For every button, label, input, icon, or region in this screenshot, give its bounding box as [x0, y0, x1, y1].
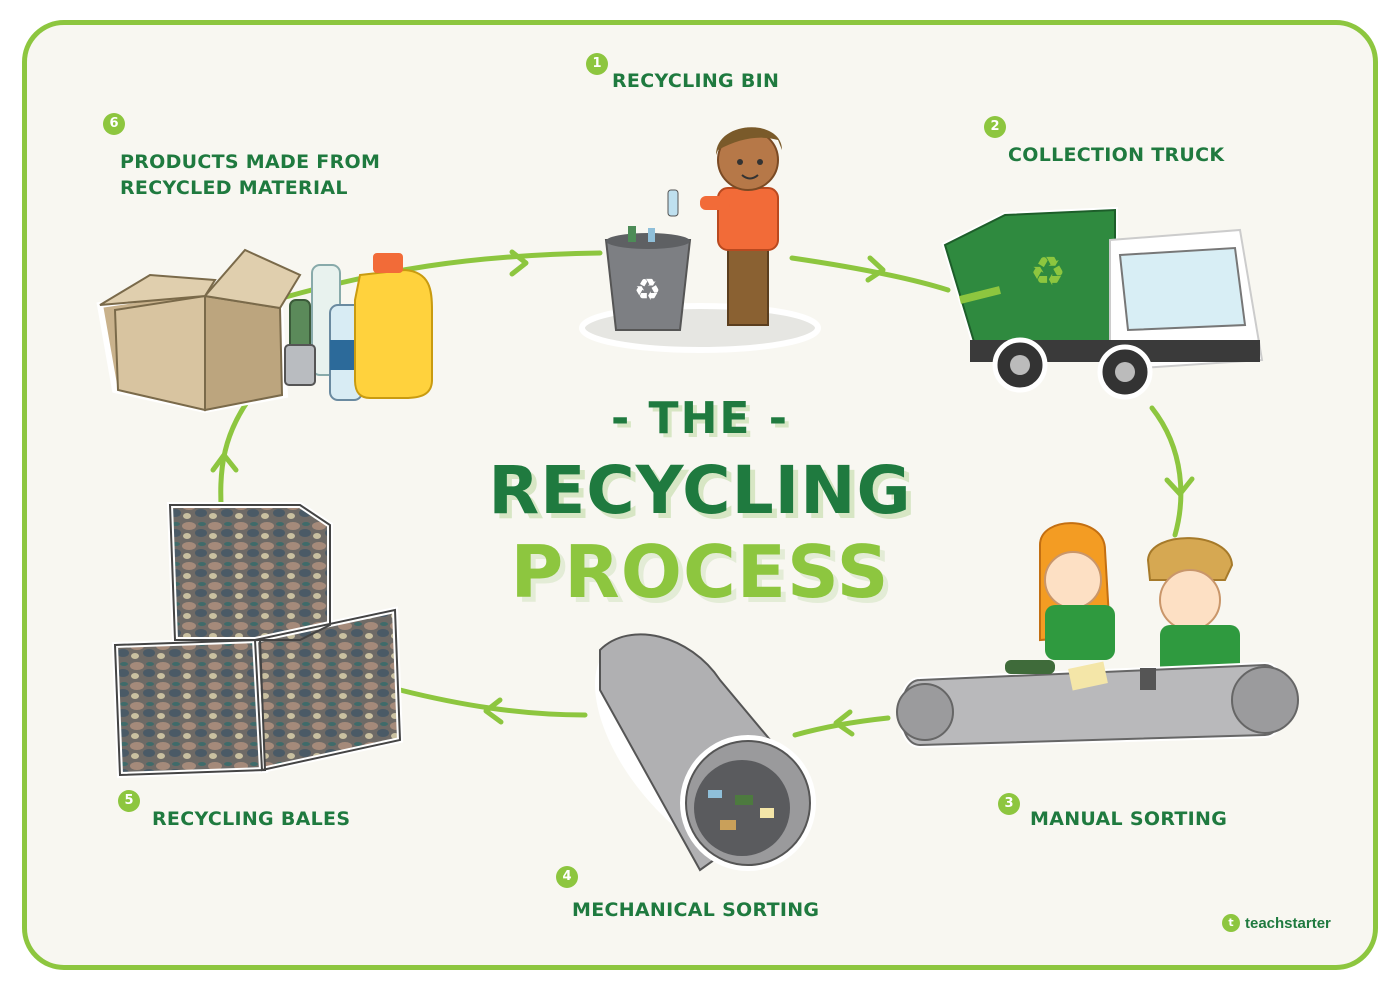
brand-logo: t teachstarter — [1222, 914, 1331, 932]
brand-name: teachstarter — [1245, 914, 1331, 932]
step-number-1: 1 — [586, 53, 608, 75]
arrow-head-left-2 — [483, 697, 504, 725]
arrow-head-down — [1164, 476, 1195, 497]
step-number-5: 5 — [118, 790, 140, 812]
compressed-bales-icon — [111, 502, 404, 779]
step-label-products-line-1: PRODUCTS MADE FROM — [120, 151, 381, 173]
svg-text:♻: ♻ — [1030, 249, 1066, 295]
step-label-recycling-bin: RECYCLING BIN — [612, 70, 780, 92]
step-number-3: 3 — [998, 793, 1020, 815]
step-label-recycling-bales: RECYCLING BALES — [152, 808, 351, 830]
title-the: - THE - — [610, 393, 790, 444]
teachstarter-logo-icon: t — [1222, 914, 1240, 932]
step-label-manual-sorting: MANUAL SORTING — [1030, 808, 1228, 830]
step-number-6: 6 — [103, 113, 125, 135]
title-recycling: RECYCLING — [488, 452, 912, 529]
step-label-collection-truck: COLLECTION TRUCK — [1008, 144, 1225, 166]
conveyor-belt-workers-icon — [896, 522, 1299, 749]
recycling-bin-person-icon: ♻ — [579, 127, 821, 353]
step-label-products-line-2: RECYCLED MATERIAL — [120, 177, 348, 199]
arrow-heads — [210, 249, 1195, 737]
arrow-head-up — [210, 452, 239, 473]
box-and-bottles-icon — [96, 248, 433, 414]
rotating-drum-icon — [595, 633, 816, 872]
arrow-head-right-2 — [865, 255, 886, 283]
step-label-mechanical-sorting: MECHANICAL SORTING — [572, 899, 820, 921]
arrow-head-right-1 — [509, 249, 529, 277]
step-number-2: 2 — [984, 116, 1006, 138]
svg-text:♻: ♻ — [634, 273, 661, 308]
step-number-4: 4 — [556, 866, 578, 888]
arrow-head-left-1 — [833, 709, 855, 737]
garbage-truck-icon: ♻ — [941, 206, 1264, 400]
title-process: PROCESS — [510, 530, 890, 614]
